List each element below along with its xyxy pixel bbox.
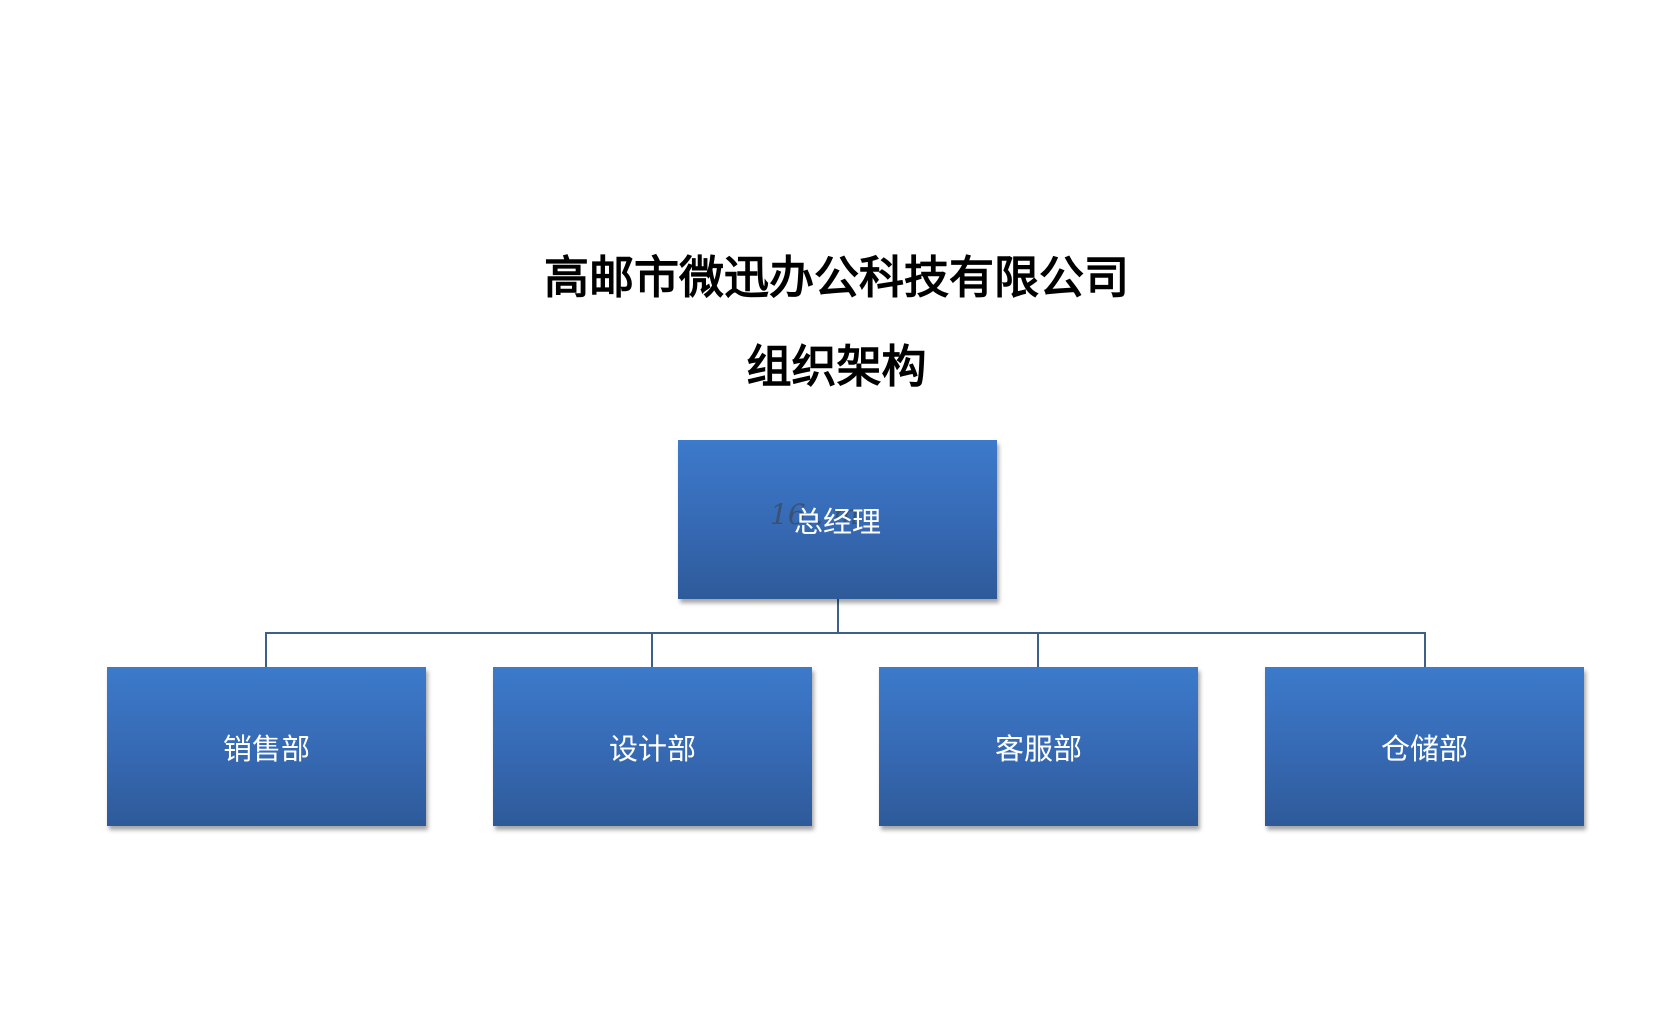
watermark-text: 16...m: [770, 498, 859, 531]
child-stem-connector: [651, 632, 653, 667]
child-stem-connector: [1424, 632, 1426, 667]
org-node-label: 设计部: [608, 731, 696, 766]
org-node-customer-service: 客服部: [879, 667, 1198, 826]
company-name-title: 高邮市微迅办公科技有限公司: [543, 251, 1129, 304]
org-node-warehouse: 仓储部: [1265, 667, 1584, 826]
child-stem-connector: [1037, 632, 1039, 667]
org-chart-title: 组织架构: [746, 340, 927, 393]
org-node-label: 客服部: [994, 731, 1082, 766]
org-node-label: 销售部: [222, 731, 310, 766]
org-node-design: 设计部: [493, 667, 812, 826]
root-stem-connector: [837, 599, 839, 633]
child-stem-connector: [265, 632, 267, 667]
org-node-label: 仓储部: [1380, 731, 1468, 766]
org-node-label: 总经理: [793, 504, 881, 539]
org-node-sales: 销售部: [107, 667, 426, 826]
org-node-general-manager: 总经理: [678, 440, 997, 599]
horizontal-bus-connector: [265, 632, 1426, 634]
